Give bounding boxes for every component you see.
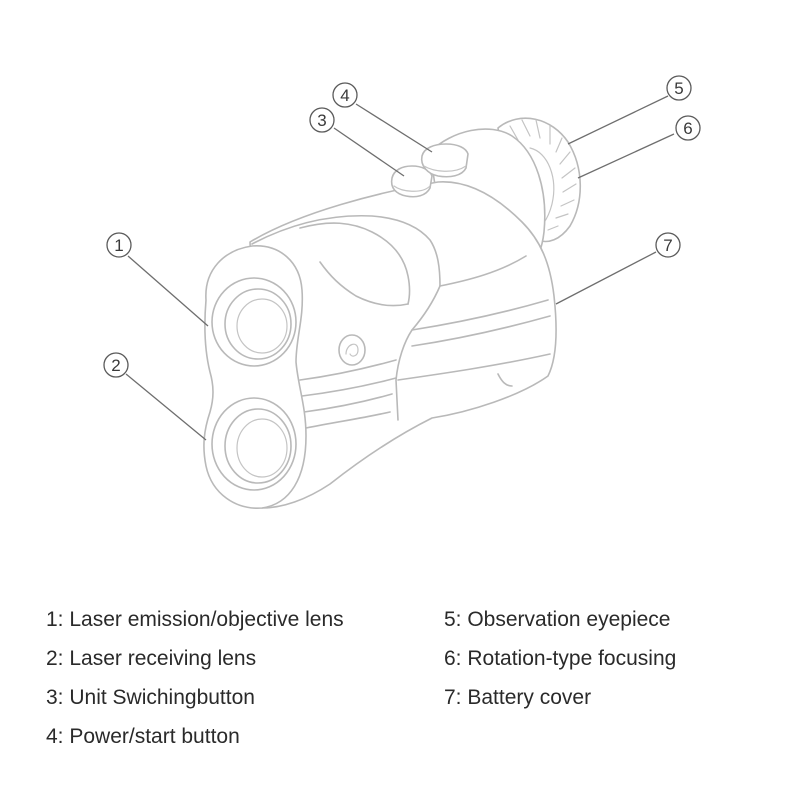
svg-text:7: 7	[663, 236, 672, 255]
main-body	[249, 181, 557, 509]
callout-2: 2	[103, 352, 129, 378]
svg-text:2: 2	[111, 356, 120, 375]
legend-item-3: 3: Unit Swichingbutton	[46, 686, 255, 709]
svg-text:6: 6	[683, 119, 692, 138]
legend-item-1: 1: Laser emission/objective lens	[46, 608, 344, 631]
rangefinder-device	[203, 117, 582, 509]
leader-lines	[125, 95, 675, 441]
svg-text:1: 1	[114, 236, 123, 255]
svg-text:4: 4	[340, 86, 349, 105]
leader-line-2	[125, 373, 207, 441]
legend-item-2: 2: Laser receiving lens	[46, 647, 257, 670]
rangefinder-diagram: 1 2 3 4 5 6 7	[103, 75, 701, 509]
callout-7: 7	[655, 232, 681, 258]
leader-line-4	[355, 103, 433, 153]
receiving-lens	[211, 397, 297, 491]
legend-item-6: 6: Rotation-type focusing	[444, 647, 677, 670]
power-start-button	[420, 143, 469, 178]
legend-item-5: 5: Observation eyepiece	[444, 608, 671, 631]
svg-text:3: 3	[317, 111, 326, 130]
top-ridge	[251, 214, 441, 287]
callout-5: 5	[666, 75, 692, 101]
legend-item-4: 4: Power/start button	[46, 725, 240, 748]
callout-1: 1	[106, 232, 132, 258]
leader-line-7	[555, 251, 657, 305]
leader-line-6	[577, 133, 675, 179]
leader-line-5	[567, 95, 669, 145]
svg-text:5: 5	[674, 79, 683, 98]
leader-line-1	[127, 255, 209, 327]
objective-lens	[211, 277, 297, 367]
brand-emblem	[338, 334, 366, 366]
callout-6: 6	[675, 115, 701, 141]
parts-legend: 1: Laser emission/objective lens 5: Obse…	[46, 607, 766, 750]
callout-4: 4	[332, 82, 358, 108]
legend-item-7: 7: Battery cover	[444, 686, 592, 709]
callout-3: 3	[309, 107, 335, 133]
leader-line-3	[333, 127, 405, 177]
